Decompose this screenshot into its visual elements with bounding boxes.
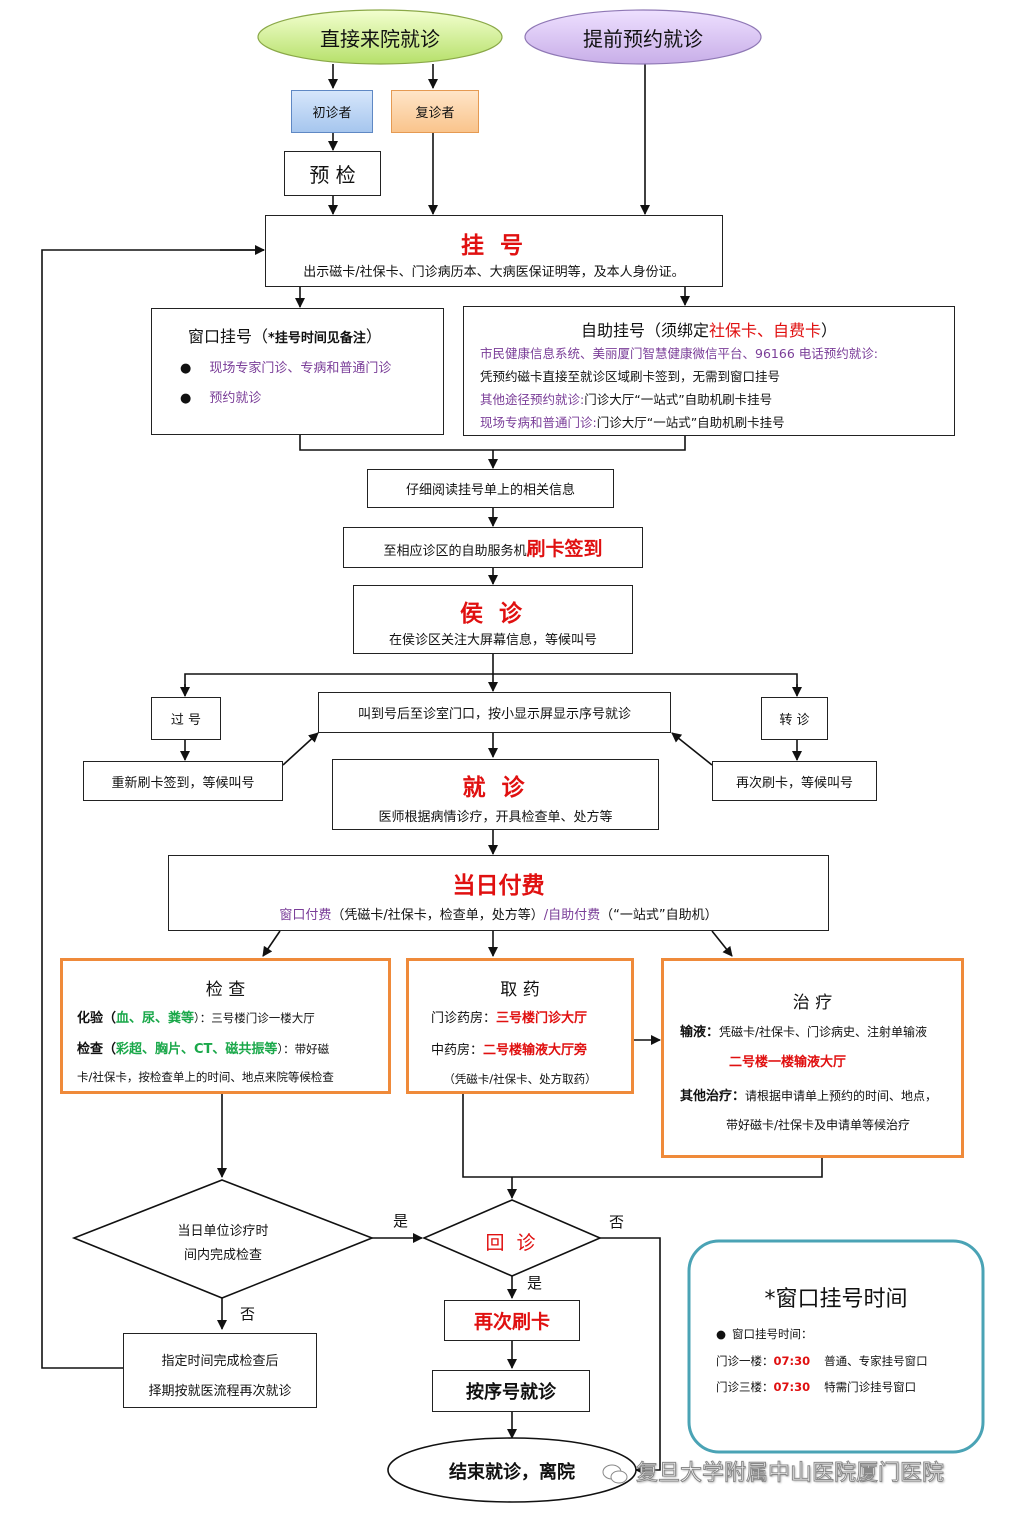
treatment-title: 治 疗 (792, 993, 833, 1013)
window-registration-title: 窗口挂号（*挂号时间见备注） (188, 327, 382, 346)
self-registration-line4: 现场专病和普通门诊:门诊大厅“一站式”自助机刷卡挂号 (480, 415, 785, 430)
register-title: 挂 号 (460, 233, 527, 259)
end-label: 结束就诊，离院 (449, 1462, 575, 1483)
payment-box: 当日付费 窗口付费（凭磁卡/社保卡，检查单，处方等）/自助付费（“一站式”自助机… (168, 855, 829, 931)
later-line1: 指定时间完成检查后 (161, 1354, 279, 1369)
register-box: 挂 号 出示磁卡/社保卡、门诊病历本、大病医保证明等，及本人身份证。 (265, 215, 723, 287)
missed-label: 过 号 (170, 713, 202, 728)
revisit-no: 否 (609, 1213, 625, 1231)
exam-check-line2: 卡/社保卡，按检查单上的时间、地点来院等候检查 (77, 1070, 334, 1084)
pre-check-box: 预 检 (284, 151, 381, 196)
note-box-title: *窗口挂号时间 (764, 1287, 908, 1312)
waiting-title: 侯 诊 (459, 601, 526, 627)
decision-exam-text: 当日单位诊疗时 间内完成检查 (177, 1224, 269, 1263)
swipe-again-box: 再次刷卡 (444, 1300, 580, 1341)
treatment-other-line: 其他治疗：请根据申请单上预约的时间、地点， (680, 1089, 938, 1104)
watermark: 复旦大学附属中山医院厦门医院 (602, 1455, 945, 1487)
consult-desc: 医师根据病情诊疗，开具检查单、处方等 (378, 810, 613, 825)
treatment-other-line2: 带好磁卡/社保卡及申请单等候治疗 (726, 1118, 911, 1132)
return-visit-label: 复诊者 (415, 106, 455, 121)
note-box-bullet: ●窗口挂号时间： (716, 1327, 813, 1341)
transfer-action-label: 再次刷卡，等候叫号 (735, 775, 853, 791)
register-desc: 出示磁卡/社保卡、门诊病历本、大病医保证明等，及本人身份证。 (303, 265, 685, 280)
start-appointment: 提前预约就诊 (525, 10, 761, 64)
waiting-box: 侯 诊 在侯诊区关注大屏幕信息，等候叫号 (353, 585, 633, 654)
pre-check-label: 预 检 (309, 163, 356, 187)
self-registration-line3: 其他途径预约就诊:门诊大厅“一站式”自助机刷卡挂号 (480, 392, 773, 407)
consult-title: 就 诊 (462, 775, 529, 801)
pharmacy-note: （凭磁卡/社保卡、处方取药） (443, 1072, 597, 1086)
decision-exam-no: 否 (240, 1305, 256, 1323)
treatment-infusion-line: 输液：凭磁卡/社保卡、门诊病史、注射单输液 (680, 1025, 928, 1040)
revisit-yes: 是 (527, 1274, 543, 1292)
missed-action-label: 重新刷卡签到，等候叫号 (111, 775, 255, 791)
pharmacy-title: 取 药 (500, 980, 540, 1000)
self-registration-title: 自助挂号（须绑定社保卡、自费卡） (580, 321, 838, 340)
queue-visit-box: 按序号就诊 (432, 1370, 590, 1412)
start-walk-in: 直接来院就诊 (258, 10, 502, 64)
wechat-icon (602, 1463, 628, 1485)
later-box: 指定时间完成检查后 择期按就医流程再次就诊 (123, 1333, 317, 1408)
return-visit-box: 复诊者 (391, 90, 479, 133)
queue-visit-label: 按序号就诊 (466, 1382, 556, 1403)
called-box: 叫到号后至诊室门口，按小显示屏显示序号就诊 (318, 692, 671, 733)
waiting-desc: 在侯诊区关注大屏幕信息，等候叫号 (388, 633, 597, 648)
pharmacy-line1: 门诊药房：三号楼门诊大厅 (431, 1011, 588, 1026)
self-registration-box: 自助挂号（须绑定社保卡、自费卡） 市民健康信息系统、美丽厦门智慧健康微信平台、9… (463, 306, 955, 436)
check-in-box: 至相应诊区的自助服务机刷卡签到 (343, 527, 643, 568)
transfer-label: 转 诊 (779, 713, 810, 728)
read-info-label: 仔细阅读挂号单上的相关信息 (405, 483, 575, 498)
transfer-action-box: 再次刷卡，等候叫号 (712, 761, 877, 801)
exam-lab-line: 化验（血、尿、粪等）：三号楼门诊一楼大厅 (77, 1011, 315, 1026)
self-registration-line1: 市民健康信息系统、美丽厦门智慧健康微信平台、96166 电话预约就诊: (480, 346, 878, 361)
exam-box: 检 查 化验（血、尿、粪等）：三号楼门诊一楼大厅 检查（彩超、胸片、CT、磁共振… (60, 958, 391, 1094)
window-item-onsite: ●现场专家门诊、专病和普通门诊 (180, 361, 392, 376)
swipe-again-label: 再次刷卡 (473, 1311, 550, 1333)
first-visit-box: 初诊者 (291, 90, 373, 133)
read-info-box: 仔细阅读挂号单上的相关信息 (367, 469, 614, 508)
consult-box: 就 诊 医师根据病情诊疗，开具检查单、处方等 (332, 759, 659, 830)
window-registration-box: 窗口挂号（*挂号时间见备注） ●现场专家门诊、专病和普通门诊 ●预约就诊 (151, 308, 444, 435)
missed-action-box: 重新刷卡签到，等候叫号 (83, 761, 283, 801)
exam-title: 检 查 (205, 980, 246, 1000)
start-walk-in-label: 直接来院就诊 (320, 26, 440, 51)
pharmacy-line2: 中药房：二号楼输液大厅旁 (431, 1043, 588, 1058)
self-registration-line2: 凭预约磁卡直接至就诊区域刷卡签到，无需到窗口挂号 (480, 369, 781, 384)
later-line2: 择期按就医流程再次就诊 (148, 1384, 292, 1399)
exam-check-line: 检查（彩超、胸片、CT、磁共振等）：带好磁 (77, 1042, 330, 1057)
decision-exam-yes: 是 (393, 1212, 409, 1230)
start-appointment-label: 提前预约就诊 (583, 26, 703, 51)
payment-desc: 窗口付费（凭磁卡/社保卡，检查单，处方等）/自助付费（“一站式”自助机） (279, 908, 718, 923)
called-label: 叫到号后至诊室门口，按小显示屏显示序号就诊 (357, 707, 631, 722)
payment-title: 当日付费 (452, 873, 545, 899)
transfer-box: 转 诊 (761, 697, 828, 740)
window-item-appointment: ●预约就诊 (180, 391, 262, 406)
treatment-infusion-location: 二号楼一楼输液大厅 (729, 1055, 847, 1070)
missed-box: 过 号 (151, 697, 221, 740)
treatment-box: 治 疗 输液：凭磁卡/社保卡、门诊病史、注射单输液 二号楼一楼输液大厅 其他治疗… (661, 958, 964, 1158)
check-in-label: 至相应诊区的自助服务机刷卡签到 (383, 538, 603, 560)
first-visit-label: 初诊者 (312, 106, 352, 121)
pharmacy-box: 取 药 门诊药房：三号楼门诊大厅 中药房：二号楼输液大厅旁 （凭磁卡/社保卡、处… (406, 958, 634, 1094)
revisit-title: 回 诊 (485, 1232, 539, 1254)
